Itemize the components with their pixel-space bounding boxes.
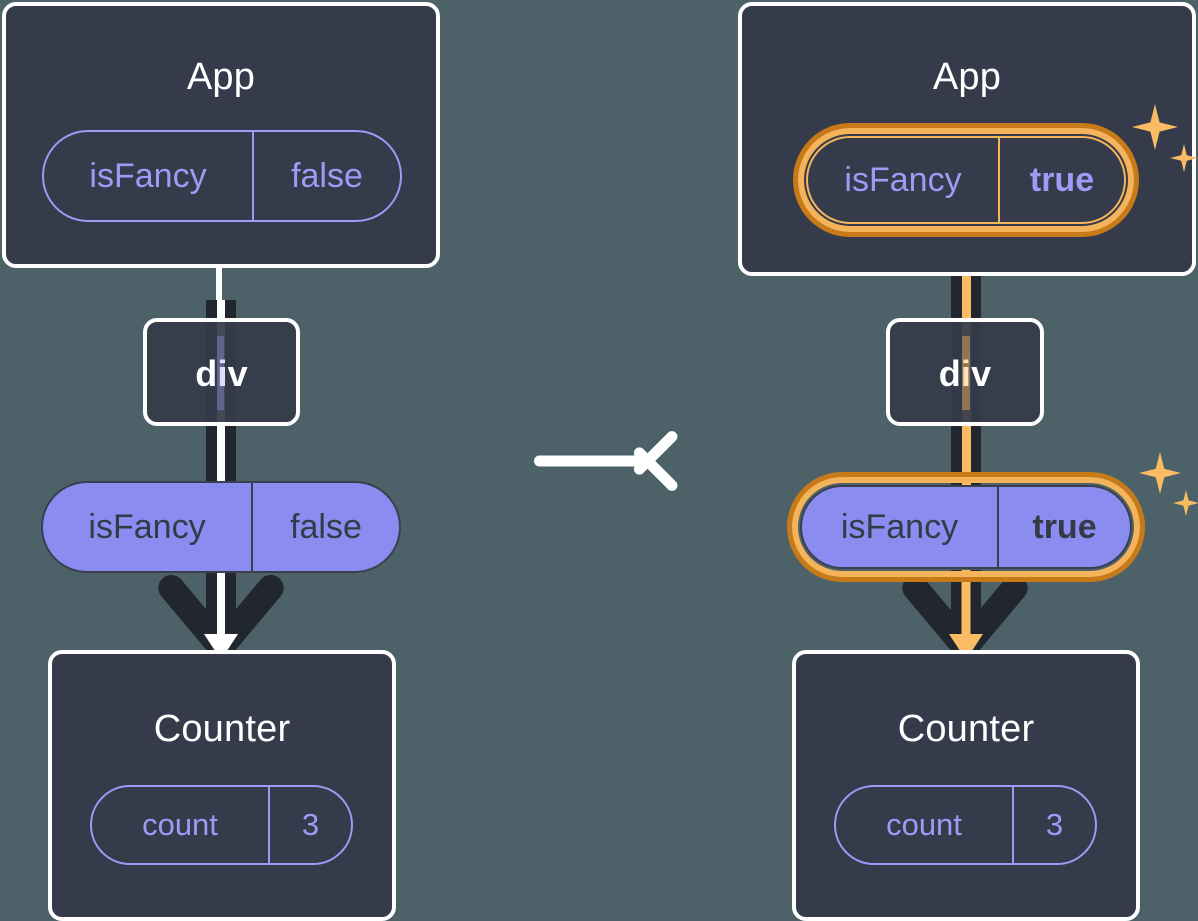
pill-key-before-counter: count: [142, 807, 218, 842]
pill-value-before-counter: 3: [268, 787, 351, 863]
sparkle-icon: [1132, 104, 1178, 150]
pill-key-after-counter: count: [886, 807, 962, 842]
node-div-after[interactable]: div: [886, 318, 1044, 426]
sparkle-icon: [1170, 144, 1198, 172]
pill-value-before-app: false: [252, 132, 400, 220]
pill-key-before-prop: isFancy: [88, 507, 206, 546]
arrow-stem-core-before: [217, 570, 225, 648]
node-div-title-after: div: [938, 353, 992, 394]
pill-value-after-app: true: [998, 138, 1124, 222]
highlight-ring-app-after: [793, 123, 1139, 237]
edge-through-div-before: [217, 336, 224, 410]
pill-key-before-app: isFancy: [89, 156, 207, 195]
pill-value-after-counter: 3: [1012, 787, 1095, 863]
arrow-stem-core-after: [961, 570, 971, 648]
edge-app-to-div-before: [216, 262, 222, 326]
sparkle-icon: [1173, 490, 1198, 516]
pill-app-isfancy-after[interactable]: isFancy true: [806, 136, 1126, 224]
pill-value-after-prop: true: [997, 487, 1130, 567]
node-app-title-after: App: [932, 56, 1002, 98]
highlight-ring-prop-after: [787, 472, 1145, 582]
pill-prop-isfancy-before[interactable]: isFancy false: [41, 481, 401, 573]
arrow-right-shaft: [534, 455, 642, 467]
highlight-ring-outer-app: [793, 123, 1139, 237]
node-div-title-before: div: [195, 353, 248, 394]
pill-prop-isfancy-after[interactable]: isFancy true: [800, 485, 1132, 569]
highlight-ring-inner-prop: [792, 477, 1140, 577]
transition-arrow-right: [534, 428, 680, 494]
sparkle-group-app-after: [1128, 104, 1198, 194]
sparkle-group-prop-after: [1135, 452, 1198, 538]
node-counter-title-after: Counter: [897, 708, 1035, 750]
highlight-ring-outer-prop: [787, 472, 1145, 582]
node-counter-title-before: Counter: [153, 708, 291, 750]
pill-counter-count-before[interactable]: count 3: [90, 785, 353, 865]
pill-key-after-app: isFancy: [844, 160, 962, 199]
node-app-title-before: App: [186, 56, 256, 98]
edge-through-div-after: [962, 336, 970, 410]
node-div-before[interactable]: div: [143, 318, 300, 426]
pill-counter-count-after[interactable]: count 3: [834, 785, 1097, 865]
sparkle-icon: [1139, 452, 1181, 494]
pill-value-before-prop: false: [251, 483, 399, 571]
highlight-ring-inner-app: [798, 128, 1134, 232]
pill-key-after-prop: isFancy: [840, 507, 959, 546]
node-counter-after[interactable]: Counter: [792, 650, 1140, 921]
pill-app-isfancy-before[interactable]: isFancy false: [42, 130, 402, 222]
